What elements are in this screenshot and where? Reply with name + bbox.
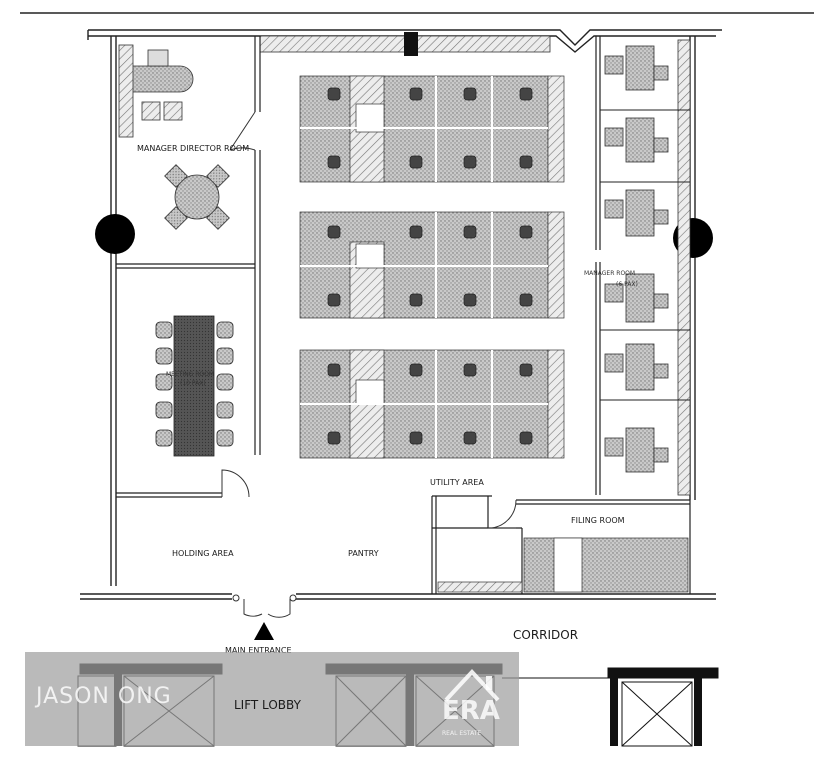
label-meeting-room: MEETING ROOM — [166, 371, 215, 378]
label-meeting-room-sub: (10 PAX) — [180, 380, 206, 387]
filing-cabinets — [437, 537, 689, 593]
watermark-brand-sub: REAL ESTATE — [442, 730, 482, 737]
label-pantry: PANTRY — [348, 549, 379, 558]
door-swings — [221, 111, 517, 618]
label-manager-room-sub: (6 PAX) — [616, 281, 638, 288]
label-main-entrance: MAIN ENTRANCE — [225, 646, 292, 655]
watermark-author: JASON ONG — [36, 684, 172, 709]
label-corridor: CORRIDOR — [513, 628, 579, 642]
manager-director-furniture — [118, 44, 230, 230]
label-utility-area: UTILITY AREA — [430, 478, 484, 487]
manager-rooms — [600, 39, 691, 496]
workstation-clusters — [299, 75, 565, 459]
watermark-brand: ERA — [442, 696, 500, 726]
label-manager-room: MANAGER ROOM — [584, 270, 636, 277]
label-filing-room: FILING ROOM — [571, 516, 625, 525]
era-logo: ERA REAL ESTATE — [440, 664, 504, 742]
label-holding-area: HOLDING AREA — [172, 549, 234, 558]
meeting-room-furniture — [155, 315, 234, 457]
label-manager-director-room: MANAGER DIRECTOR ROOM — [137, 144, 250, 153]
watermark-overlay — [25, 652, 519, 746]
interior-partitions — [116, 36, 691, 594]
label-lift-lobby: LIFT LOBBY — [234, 698, 301, 712]
top-column-block — [404, 32, 418, 56]
era-house-icon — [444, 669, 500, 702]
main-entrance-arrow-icon — [254, 622, 274, 640]
